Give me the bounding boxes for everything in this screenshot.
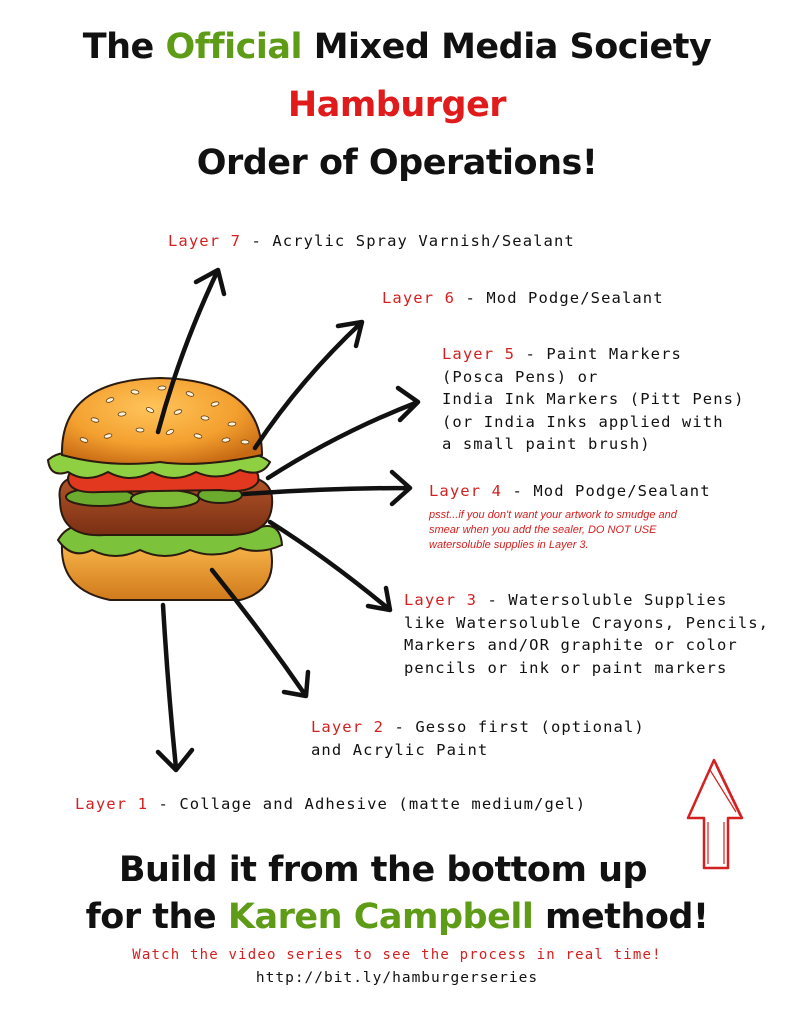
series-link[interactable]: http://bit.ly/hamburgerseries xyxy=(0,970,794,986)
sesame-seed xyxy=(158,386,166,391)
sesame-seed xyxy=(136,428,144,433)
footer-line-1: Build it from the bottom up xyxy=(0,846,780,894)
arrow-icon xyxy=(158,605,192,770)
arrow-icon xyxy=(255,322,362,448)
sesame-seed xyxy=(228,422,236,427)
layer-2-label: Layer 2 - Gesso first (optional) and Acr… xyxy=(311,716,645,761)
layer-7-label: Layer 7 - Acrylic Spray Varnish/Sealant xyxy=(168,230,575,253)
layer-1-label: Layer 1 - Collage and Adhesive (matte me… xyxy=(75,793,586,816)
layer-6-label: Layer 6 - Mod Podge/Sealant xyxy=(382,287,664,310)
footer-accent-name: Karen Campbell xyxy=(228,897,533,937)
cucumber-mid xyxy=(131,490,199,508)
footer-line-2: for the Karen Campbell method! xyxy=(0,893,794,941)
layer-3-label: Layer 3 - Watersoluble Supplies like Wat… xyxy=(404,589,769,679)
sesame-seed xyxy=(241,440,249,445)
watch-video-text: Watch the video series to see the proces… xyxy=(0,947,794,963)
layer-4-label: Layer 4 - Mod Podge/Sealant xyxy=(429,480,711,503)
layer-5-label: Layer 5 - Paint Markers (Posca Pens) or … xyxy=(442,343,745,456)
layer-4-note: psst...if you don't want your artwork to… xyxy=(429,508,677,553)
arrow-icon xyxy=(270,522,390,610)
